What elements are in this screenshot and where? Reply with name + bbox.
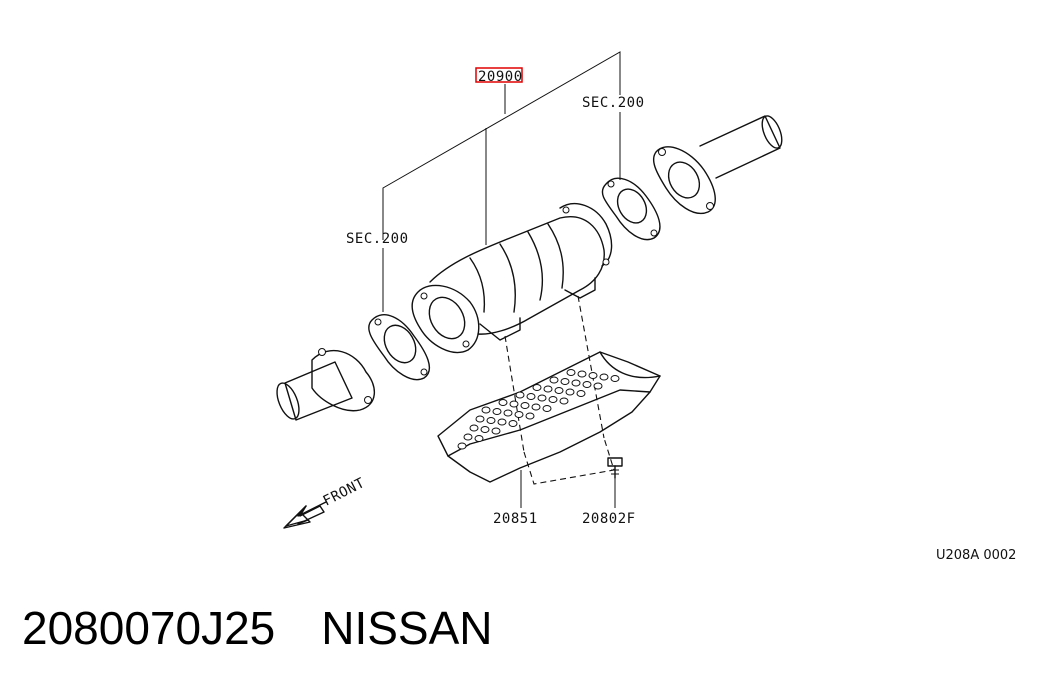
perforation-hole [566, 369, 576, 376]
perforation-hole [481, 406, 491, 414]
perforation-hole [582, 381, 592, 388]
part-number-title: 2080070J25 NISSAN [22, 602, 493, 654]
perforation-hole [531, 403, 541, 411]
front-exhaust-pipe [276, 348, 375, 421]
perforation-hole [509, 400, 519, 408]
perforation-hole [593, 382, 603, 390]
front-direction-arrow-icon [283, 501, 327, 529]
perforation-hole [463, 433, 473, 441]
mount-guide-lines [504, 295, 615, 485]
perforation-hole [565, 388, 575, 396]
perforation-hole [508, 420, 518, 427]
perforation-hole [537, 394, 547, 402]
front-label: FRONT [321, 475, 368, 510]
perforation-hole [492, 408, 502, 415]
perforation-hole [543, 385, 553, 393]
mounting-bolt [607, 457, 623, 479]
perforation-hole [588, 372, 598, 379]
perforation-hole [497, 418, 507, 426]
perforation-hole [491, 427, 501, 435]
perforation-hole [532, 384, 542, 391]
perforation-hole [486, 417, 496, 424]
figure-code: U208A 0002 [936, 548, 1016, 563]
perforation-hole [599, 373, 609, 381]
perforation-hole [560, 378, 570, 385]
perforation-hole [549, 376, 559, 384]
callout-sec-200-left[interactable]: SEC.200 [346, 231, 409, 247]
perforation-hole [576, 390, 586, 397]
callout-20900[interactable]: 20900 [478, 69, 523, 85]
perforation-hole [514, 411, 524, 418]
perforation-hole [610, 375, 620, 382]
perforation-hole [577, 370, 587, 378]
perforation-hole [469, 424, 479, 432]
catalytic-converter [411, 203, 613, 354]
perforation-hole [498, 399, 508, 406]
perforation-hole [474, 435, 484, 442]
callout-20851[interactable]: 20851 [493, 511, 538, 527]
highlight-box [475, 67, 523, 83]
perforation-hole [571, 379, 581, 387]
perforation-hole [548, 396, 558, 403]
perforation-hole [515, 391, 525, 399]
perforation-hole [554, 387, 564, 394]
rear-exhaust-pipe [652, 115, 783, 215]
callout-20802f[interactable]: 20802F [582, 511, 636, 527]
perforation-hole [525, 412, 535, 420]
callout-sec-200-upper[interactable]: SEC.200 [582, 95, 645, 111]
heat-shield [437, 351, 661, 483]
front-gasket [368, 314, 430, 381]
perforation-hole [457, 442, 467, 450]
heat-shield-perforations [457, 369, 620, 450]
leader-lines [382, 51, 621, 508]
perforation-hole [480, 426, 490, 433]
perforation-hole [503, 409, 513, 417]
rear-gasket [601, 177, 661, 241]
perforation-hole [559, 397, 569, 405]
perforation-hole [475, 415, 485, 423]
perforation-hole [520, 402, 530, 409]
perforation-hole [526, 393, 536, 400]
perforation-hole [542, 405, 552, 412]
